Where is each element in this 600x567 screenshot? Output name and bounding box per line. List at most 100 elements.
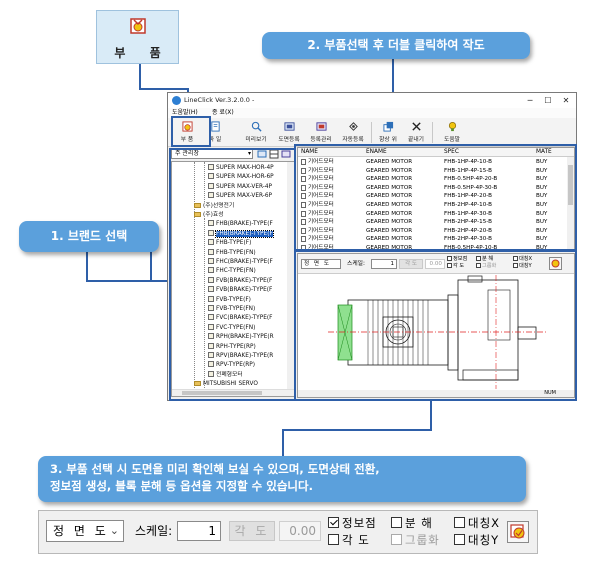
minimize-button[interactable]: ─ — [527, 96, 533, 105]
tree-item[interactable]: FHB-TYPE(FN) — [208, 248, 256, 258]
tree-item[interactable]: FVB-TYPE(F) — [208, 295, 251, 305]
tree-item[interactable]: FHB-TYPE(F) — [208, 239, 251, 248]
tree-item[interactable]: FVC-TYPE(FN) — [208, 323, 255, 333]
menu-exit[interactable]: 종 료(X) — [212, 109, 234, 116]
toolbar-separator — [432, 122, 433, 143]
tree-item[interactable]: 전폐형모터 — [208, 370, 243, 380]
scroll-thumb[interactable] — [568, 165, 573, 205]
small-group-checkbox: 그룹화 — [476, 263, 496, 269]
tree-item[interactable]: FHC(BRAKE)-TYPE(F — [208, 258, 273, 267]
small-scale-input[interactable]: 1 — [371, 259, 397, 269]
maximize-button[interactable]: ☐ — [544, 96, 552, 105]
list-header: NAME ENAME SPEC MATE — [298, 148, 574, 157]
tree-item[interactable]: RPH(BRAKE)-TYPE(R — [208, 333, 274, 342]
table-cell: 기어드모터 — [308, 219, 334, 226]
small-info-point-checkbox[interactable]: 정보점 — [447, 256, 467, 262]
checkbox-icon — [328, 534, 339, 545]
tree-item[interactable]: FVB(BRAKE)-TYPE(F — [208, 276, 272, 286]
small-angle-button: 각 도 — [399, 259, 423, 269]
close-button[interactable]: ✕ — [562, 96, 570, 105]
parts-button-zoom[interactable]: 부 품 — [96, 10, 179, 64]
col-spec[interactable]: SPEC — [444, 149, 459, 155]
apply-block-button[interactable] — [507, 521, 529, 543]
scale-input[interactable]: 1 — [177, 521, 221, 541]
table-cell: BUY — [536, 159, 548, 165]
toolbar-drawing-register-button[interactable]: 도면등록 — [275, 119, 303, 146]
table-cell: FHB-0.5HP-4P-30-B — [444, 184, 498, 191]
tree-item[interactable]: SUPER MAX-VER-6P — [208, 192, 272, 201]
toolbar-help-button[interactable]: 도움말 — [440, 119, 464, 146]
small-mirror-y-checkbox[interactable]: 대칭Y — [513, 263, 532, 269]
tree-vertical-scrollbar[interactable] — [287, 162, 294, 396]
part-node-icon — [208, 220, 214, 227]
toolbar-preview-button[interactable]: 미리보기 — [242, 119, 270, 146]
tree-item[interactable]: SUPER MAX-HOR-6P — [208, 173, 274, 182]
tree-item[interactable]: RPV-TYPE(RP) — [208, 361, 255, 370]
tree-refresh-icon[interactable] — [281, 149, 291, 159]
toolbar-always-on-top-button[interactable]: 항상 위 — [375, 119, 401, 146]
tree-item[interactable]: FHB(BRAKE)-TYPE(F — [208, 220, 273, 229]
tree-item[interactable]: RPH-TYPE(RP) — [208, 342, 256, 352]
drawing-preview-panel: 정 면 도 스케일: 1 각 도 0.00 정보점 각 도 분 해 그룹화 대칭… — [297, 253, 575, 398]
tree-item[interactable]: FVB-TYPE(FN) — [208, 305, 255, 314]
info-point-checkbox[interactable]: 정보점 — [328, 516, 377, 530]
mirror-x-checkbox[interactable]: 대칭X — [454, 516, 500, 530]
toolbar-exit-button[interactable]: 끝내기 — [404, 119, 428, 146]
small-view-select[interactable]: 정 면 도 — [301, 259, 341, 269]
table-cell: 기어드모터 — [308, 227, 334, 234]
tree-item[interactable]: FVB(BRAKE)-TYPE(F — [208, 286, 272, 295]
document-icon — [301, 245, 306, 249]
toolbar-register-manage-button[interactable]: 등록관리 — [307, 119, 335, 146]
part-node-icon — [208, 276, 214, 283]
col-name[interactable]: NAME — [301, 149, 318, 155]
drawing-canvas[interactable] — [298, 275, 574, 391]
register-manage-icon — [315, 122, 327, 131]
table-cell: GEARED MOTOR — [366, 159, 413, 165]
scroll-thumb[interactable] — [182, 391, 262, 395]
small-explode-checkbox[interactable]: 분 해 — [476, 256, 493, 262]
col-ename[interactable]: ENAME — [366, 149, 387, 155]
part-node-icon — [208, 239, 214, 246]
small-apply-icon[interactable] — [549, 257, 562, 270]
toolbar-file-button[interactable]: 파 일 — [204, 119, 226, 146]
small-angle-checkbox[interactable]: 각 도 — [447, 263, 464, 269]
menu-help[interactable]: 도움말(H) — [172, 109, 198, 116]
toolbar-auto-register-button[interactable]: 자동등록 — [339, 119, 367, 146]
tree-folder[interactable]: MITSUBISHI SERVO — [194, 380, 258, 389]
tree-item[interactable]: SUPER MAX-HOR-4P — [208, 164, 274, 173]
col-mate[interactable]: MATE — [536, 149, 552, 155]
tree-item[interactable]: SUPER MAX-VER-4P — [208, 182, 272, 192]
tree-folder[interactable]: (주)효성 — [194, 211, 224, 220]
angle-checkbox[interactable]: 각 도 — [328, 533, 370, 547]
parts-icon — [181, 121, 193, 132]
tree-item[interactable]: RPV(BRAKE)-TYPE(R — [208, 352, 273, 361]
toolbar-parts-button[interactable]: 부 품 — [176, 119, 198, 146]
connector-line — [86, 280, 171, 282]
tree-item[interactable]: FHC-TYPE(FN) — [208, 267, 256, 276]
table-cell: GEARED MOTOR — [366, 219, 413, 226]
view-select[interactable]: 정 면 도 ⌄ — [46, 520, 124, 542]
tree-item[interactable]: FHB(BRAKE)-TYPE(F — [208, 229, 274, 239]
list-vertical-scrollbar[interactable] — [567, 157, 574, 249]
checkbox-checked-icon — [328, 517, 339, 528]
tree-item[interactable]: FVC(BRAKE)-TYPE(F — [208, 314, 272, 323]
tree-folder[interactable]: (주)선명전기 — [194, 202, 234, 211]
tree-view-icon[interactable] — [269, 149, 279, 159]
explode-checkbox[interactable]: 분 해 — [391, 516, 433, 530]
small-mirror-x-checkbox[interactable]: 대칭X — [513, 256, 532, 262]
tree-new-icon[interactable] — [257, 149, 267, 159]
mirror-y-checkbox[interactable]: 대칭Y — [454, 533, 499, 547]
tree-horizontal-scrollbar[interactable] — [172, 389, 294, 396]
